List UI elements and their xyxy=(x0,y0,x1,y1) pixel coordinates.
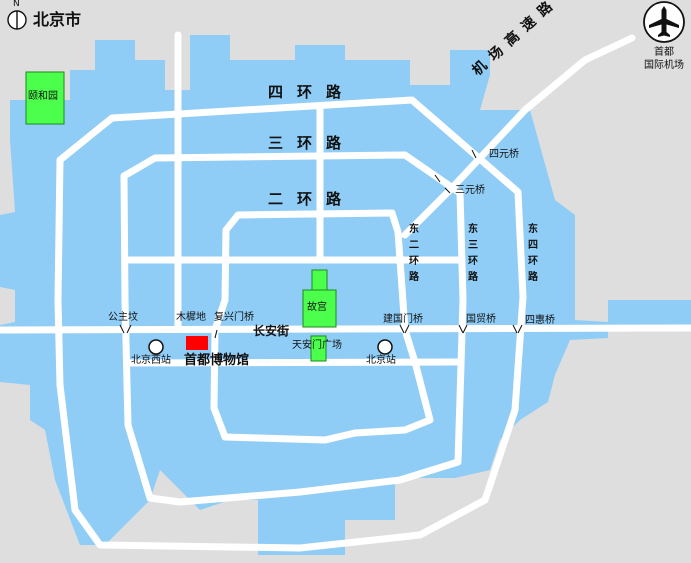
forbidden-city-marker xyxy=(302,289,337,328)
muxidi-label: 木樨地 xyxy=(176,312,206,323)
beijing-station-marker xyxy=(377,339,393,355)
changan-street xyxy=(0,324,691,334)
fourth-ring-road xyxy=(54,96,527,552)
second-ring-road xyxy=(210,209,434,444)
tick-siyuan xyxy=(471,149,477,159)
airport-label-line1: 首都 xyxy=(654,47,674,58)
compass-icon xyxy=(7,10,27,30)
tiananmen-marker xyxy=(310,335,327,362)
siyuan-bridge-label: 四元桥 xyxy=(489,149,519,160)
beijing-station-label: 北京站 xyxy=(366,355,396,366)
capital-museum-label: 首都博物馆 xyxy=(184,353,250,368)
fourth-ring-label: 四环路 xyxy=(268,83,356,101)
map-title: 北京市 xyxy=(33,10,82,29)
airplane-icon xyxy=(643,1,685,43)
sanyuan-bridge-label: 三元桥 xyxy=(455,185,485,196)
east-fourth-ring-label: 东四环路 xyxy=(528,224,538,283)
fuxingmen-bridge-label: 复兴门桥 xyxy=(214,312,254,323)
urban-area-east xyxy=(608,300,691,328)
tiananmen-label: 天安门广场 xyxy=(292,340,342,351)
summer-palace-marker xyxy=(25,71,65,125)
forbidden-city-label: 故宫 xyxy=(307,302,327,313)
east-second-ring-label: 东二环路 xyxy=(409,224,419,283)
third-ring-road xyxy=(120,151,467,506)
urban-area xyxy=(0,35,691,555)
road-south-parallel xyxy=(124,358,462,367)
airport-label-line2: 国际机场 xyxy=(644,60,684,71)
bridge-ticks xyxy=(119,149,523,339)
tick-sihui xyxy=(512,324,523,334)
gongzhufen-label: 公主坟 xyxy=(108,312,138,323)
capital-museum-marker xyxy=(186,336,208,350)
guomao-bridge-label: 国贸桥 xyxy=(466,314,496,325)
beijing-west-station-marker xyxy=(148,339,164,355)
compass-north-label: N xyxy=(13,0,20,9)
sihui-bridge-label: 四惠桥 xyxy=(525,315,555,326)
tick-sanyuan xyxy=(434,174,451,194)
forbidden-city-north-marker xyxy=(311,269,328,291)
tick-gongzhufen xyxy=(119,324,132,334)
road-network xyxy=(0,31,691,552)
changan-street-label: 长安街 xyxy=(253,324,290,338)
beijing-west-station-label: 北京西站 xyxy=(131,355,171,366)
tick-guomao xyxy=(458,324,468,334)
third-ring-label: 三环路 xyxy=(268,134,356,152)
east-third-ring-label: 东三环路 xyxy=(468,224,478,283)
tick-fuxingmen xyxy=(214,329,218,339)
jianguomen-bridge-label: 建国门桥 xyxy=(383,314,423,325)
summer-palace-label: 颐和园 xyxy=(28,91,58,102)
second-ring-label: 二环路 xyxy=(268,190,356,208)
airport-expressway xyxy=(401,34,636,239)
tick-jianguomen xyxy=(399,324,410,334)
